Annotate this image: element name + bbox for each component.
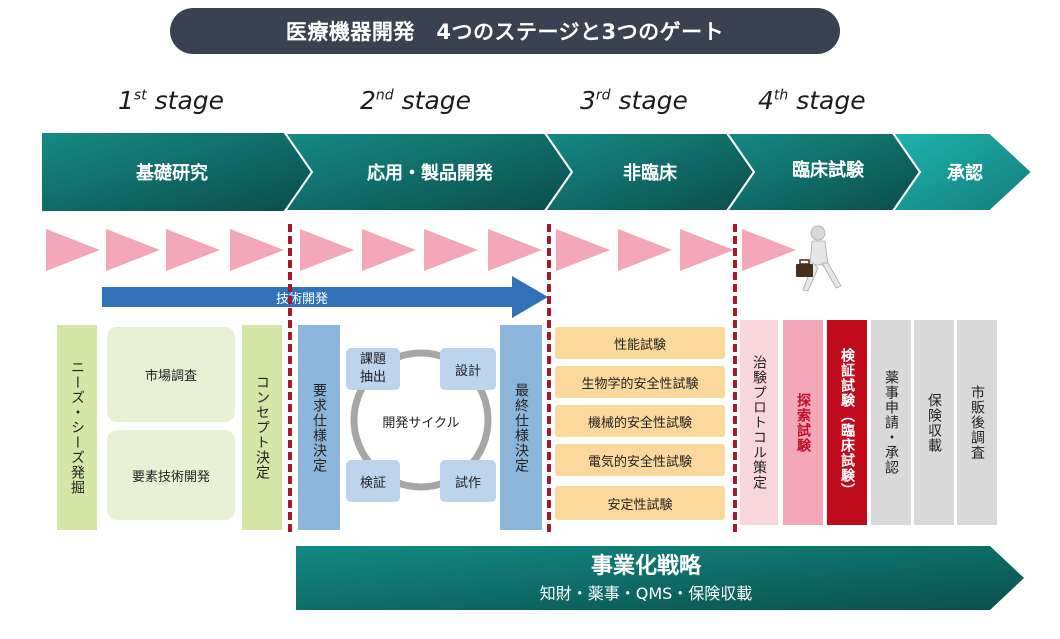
strategy-title: 事業化戦略 [590, 554, 701, 579]
dev-cycle-center: 開発サイクル [371, 410, 471, 432]
test-stability: 安定性試験 [555, 486, 725, 520]
concept-box: コンセプト決定 [242, 325, 282, 530]
tech-dev-arrow [102, 276, 548, 318]
page-title: 医療機器開発 4つのステージと3つのゲート [170, 8, 840, 54]
test-mech-safety-label: 機械的安全性試験 [587, 415, 692, 431]
gate-1 [288, 224, 292, 532]
market-research-box: 市場調査 [107, 327, 235, 422]
cycle-item-verify: 検証 [346, 460, 400, 502]
confirmatory-label: 検証試験（臨床試験） [839, 347, 855, 498]
chevron-label-approval: 承認 [947, 163, 983, 184]
exploratory-label: 探索試験 [795, 392, 811, 453]
requirements-label: 要求仕様決定 [311, 382, 327, 473]
element-tech-label: 要素技術開発 [131, 469, 210, 485]
strategy-arrow [296, 546, 1024, 610]
market-research-label: 市場調査 [144, 369, 197, 384]
application-label: 薬事申請・承認 [883, 370, 899, 475]
dev-cycle-label: 開発サイクル [382, 415, 460, 431]
test-elec-safety-label: 電気的安全性試験 [587, 454, 692, 470]
postmarket-box: 市販後調査 [957, 320, 997, 525]
confirmatory-box: 検証試験（臨床試験） [827, 320, 867, 525]
requirements-box: 要求仕様決定 [298, 325, 340, 530]
exploratory-box: 探索試験 [783, 320, 823, 525]
needs-seeds-label: ニーズ・シーズ発掘 [69, 360, 85, 495]
application-box: 薬事申請・承認 [871, 320, 911, 525]
gate-2 [547, 224, 551, 532]
chevron-label-applied: 応用・製品開発 [367, 163, 493, 184]
element-tech-box: 要素技術開発 [107, 430, 235, 520]
progress-triangles [46, 229, 796, 271]
stage-3-label: 3rd stage [580, 86, 688, 115]
cycle-item-verify-label: 検証 [359, 475, 386, 491]
test-bio-safety: 生物学的安全性試験 [555, 366, 725, 398]
protocol-label: 治験プロトコル策定 [751, 355, 767, 490]
needs-seeds-box: ニーズ・シーズ発掘 [57, 325, 97, 530]
cycle-item-design: 設計 [440, 348, 496, 390]
test-performance-label: 性能試験 [613, 337, 666, 353]
test-elec-safety: 電気的安全性試験 [555, 444, 725, 476]
final-spec-box: 最終仕様決定 [500, 325, 542, 530]
chevron-approval [891, 132, 1034, 212]
chevron-basic-research [42, 133, 312, 211]
test-mech-safety: 機械的安全性試験 [555, 405, 725, 437]
stage-4-label: 4th stage [758, 86, 866, 115]
walking-person-icon [796, 225, 842, 292]
chevron-label-nonclinical: 非臨床 [623, 163, 677, 184]
cycle-item-issue-label: 課題 抽出 [359, 352, 386, 385]
chevron-label-clinical: 臨床試験 [792, 160, 864, 181]
stage-1-label: 1st stage [118, 86, 225, 115]
chevron-label-basic-research: 基礎研究 [136, 163, 208, 184]
insurance-label: 保険収載 [926, 392, 942, 453]
gate-3 [733, 224, 737, 532]
dev-cycle-ring [350, 349, 492, 491]
cycle-item-design-label: 設計 [454, 363, 481, 379]
strategy-subtitle: 知財・薬事・QMS・保険収載 [539, 584, 753, 603]
stage-2-label: 2nd stage [360, 86, 472, 115]
cycle-item-prototype: 試作 [440, 460, 496, 502]
protocol-box: 治験プロトコル策定 [740, 320, 778, 525]
concept-label: コンセプト決定 [254, 375, 270, 480]
insurance-box: 保険収載 [914, 320, 954, 525]
test-bio-safety-label: 生物学的安全性試験 [581, 376, 699, 392]
test-performance: 性能試験 [555, 327, 725, 359]
postmarket-label: 市販後調査 [969, 385, 985, 460]
cycle-item-prototype-label: 試作 [454, 475, 481, 491]
final-spec-label: 最終仕様決定 [513, 382, 529, 473]
test-stability-label: 安定性試験 [607, 497, 673, 513]
cycle-item-issue: 課題 抽出 [346, 348, 400, 390]
